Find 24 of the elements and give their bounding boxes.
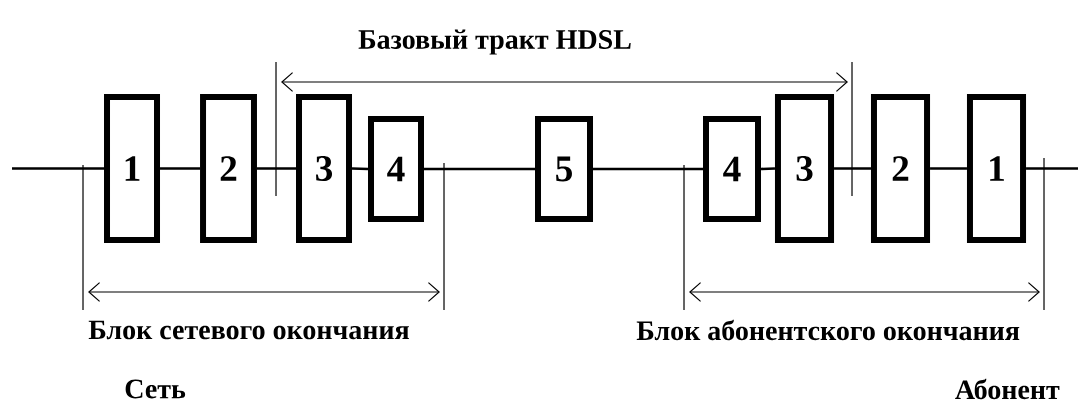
connecting-line xyxy=(160,167,201,170)
dimension-label: Блок абонентского окончания xyxy=(636,319,1020,341)
block-box: 5 xyxy=(535,116,593,222)
connecting-line xyxy=(1026,167,1078,170)
connecting-line xyxy=(256,167,296,170)
block-box: 4 xyxy=(368,116,424,222)
connecting-line xyxy=(930,167,967,170)
connecting-line xyxy=(834,167,871,170)
block-box: 2 xyxy=(200,94,257,243)
dimension-label: Базовый тракт HDSL xyxy=(358,29,631,55)
dimension-label: Абонент xyxy=(955,378,1060,400)
block-box: 1 xyxy=(966,94,1027,243)
connecting-line xyxy=(12,167,104,170)
connecting-line xyxy=(351,167,369,171)
connecting-line xyxy=(424,167,535,171)
block-box: 3 xyxy=(296,94,352,243)
dimension-label: Блок сетевого окончания xyxy=(88,320,409,340)
block-box: 3 xyxy=(774,94,835,243)
connecting-line xyxy=(760,167,775,171)
block-box: 2 xyxy=(870,94,931,243)
block-box: 1 xyxy=(104,94,160,243)
block-box: 4 xyxy=(703,116,761,222)
dimension-label: Сеть xyxy=(125,379,186,399)
connecting-line xyxy=(593,167,703,171)
